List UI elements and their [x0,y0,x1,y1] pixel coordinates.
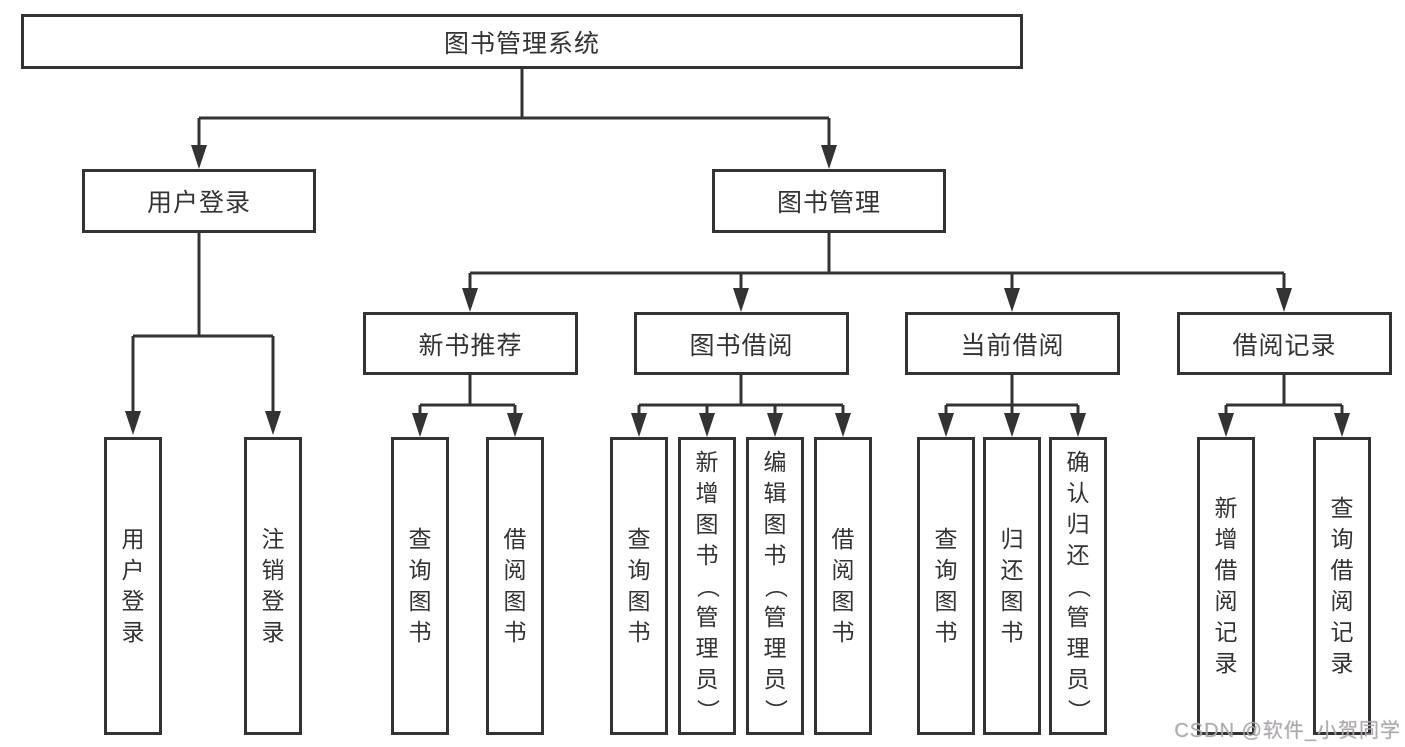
leaf-borrow-books-borrow: 借阅图书 [814,437,872,735]
node-label: 新书推荐 [418,331,523,360]
node-label: 图书管理 [776,189,881,217]
node-book-borrow: 图书借阅 [634,312,849,375]
edge-user-login-to-leaves [125,233,281,435]
leaf-query-books-borrow: 查询图书 [610,437,668,735]
edge-current-borrow-to-leaves [938,375,1086,437]
leaf-add-book-admin: 新增图书（管理员） [678,437,736,735]
node-label: 借阅记录 [1232,331,1337,360]
node-borrow-record: 借阅记录 [1177,312,1392,375]
node-label: 当前借阅 [960,331,1065,360]
node-new-book-recommend: 新书推荐 [363,312,578,375]
edge-book-borrow-to-leaves [631,375,851,437]
leaf-add-borrow-record: 新增借阅记录 [1197,437,1255,735]
leaf-user-login: 用户登录 [104,437,162,735]
edge-borrow-record-to-leaves [1218,375,1350,437]
leaf-logout-login: 注销登录 [244,437,302,735]
node-library-system-root: 图书管理系统 [21,14,1023,69]
leaf-return-book: 归还图书 [983,437,1041,735]
node-current-borrow: 当前借阅 [905,312,1120,375]
leaf-edit-book-admin: 编辑图书（管理员） [746,437,804,735]
csdn-watermark: CSDN @软件_小贺同学 [1174,720,1401,742]
edge-new-book-rec-to-leaves [412,375,523,437]
edge-book-mgmt-to-level3 [462,233,1292,312]
leaf-query-borrow-record: 查询借阅记录 [1313,437,1371,735]
node-label: 图书管理系统 [443,29,600,58]
leaf-confirm-return-admin: 确认归还（管理员） [1049,437,1107,735]
node-label: 图书借阅 [689,331,794,360]
node-user-login: 用户登录 [82,169,316,233]
edge-root-to-level2 [191,69,837,169]
leaf-query-books-current: 查询图书 [917,437,975,735]
leaf-query-books-recommend: 查询图书 [391,437,449,735]
node-book-management: 图书管理 [712,169,946,233]
leaf-borrow-books-recommend: 借阅图书 [486,437,544,735]
node-label: 用户登录 [146,189,251,217]
